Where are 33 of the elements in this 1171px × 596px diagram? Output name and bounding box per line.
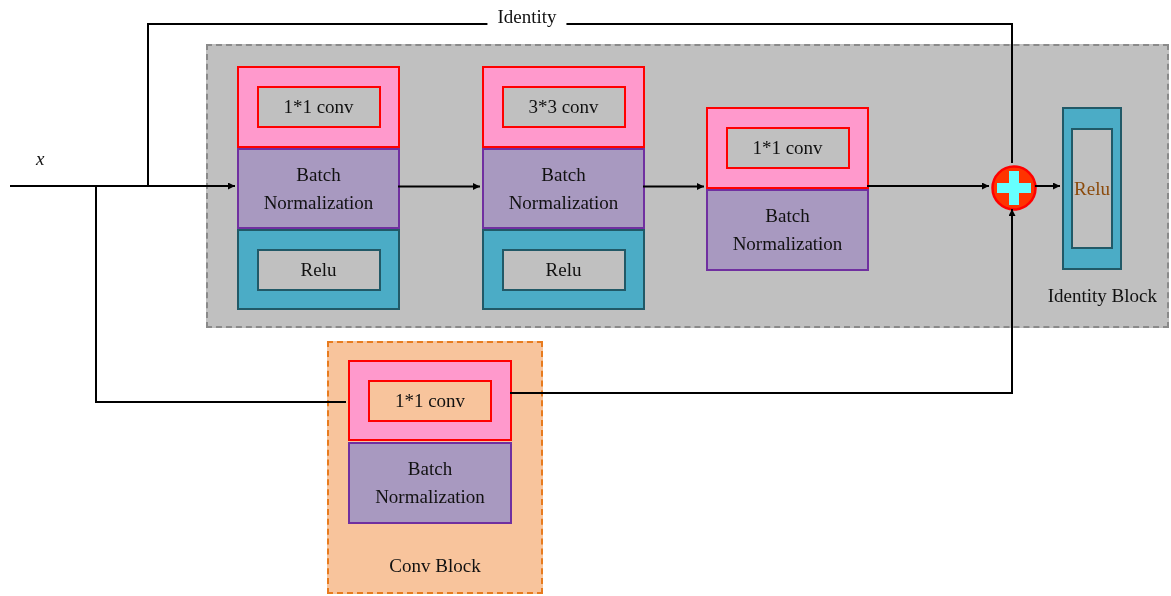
arrow [1034, 182, 1061, 190]
layer-label: 1*1 conv [368, 379, 492, 422]
layer-label: Batch Normalization [731, 204, 844, 256]
conv-layer-box [237, 66, 400, 148]
relu-box [237, 229, 400, 310]
layer-label: Relu [501, 248, 626, 291]
block-title: Identity Block [1047, 284, 1157, 309]
conv-block-panel [327, 341, 543, 594]
conv-layer-box [482, 66, 645, 148]
arrow [509, 208, 1016, 394]
identity-block-panel [206, 44, 1169, 328]
layer-label: Batch Normalization [262, 162, 375, 215]
layer-label: 1*1 conv [256, 86, 381, 128]
conv-layer-box [348, 360, 512, 441]
layer-label: Batch Normalization [507, 162, 620, 215]
layer-label: Batch Normalization [374, 457, 486, 509]
arrow [642, 183, 705, 190]
batch-norm-box [706, 189, 869, 271]
add-circle [991, 165, 1037, 211]
relu-box [482, 229, 645, 310]
relu-box [1062, 107, 1122, 270]
layer-label: 1*1 conv [725, 127, 850, 169]
layer-label: 3*3 conv [501, 86, 626, 128]
arrow [397, 183, 481, 190]
layer-label: Relu [1071, 128, 1113, 249]
block-title: Conv Block [388, 554, 482, 579]
input-label: x [36, 148, 45, 170]
batch-norm-box [237, 148, 400, 229]
layer-label: Relu [256, 248, 381, 291]
conv-layer-box [706, 107, 869, 189]
batch-norm-box [348, 442, 512, 524]
arrow [866, 182, 990, 190]
batch-norm-box [482, 148, 645, 229]
